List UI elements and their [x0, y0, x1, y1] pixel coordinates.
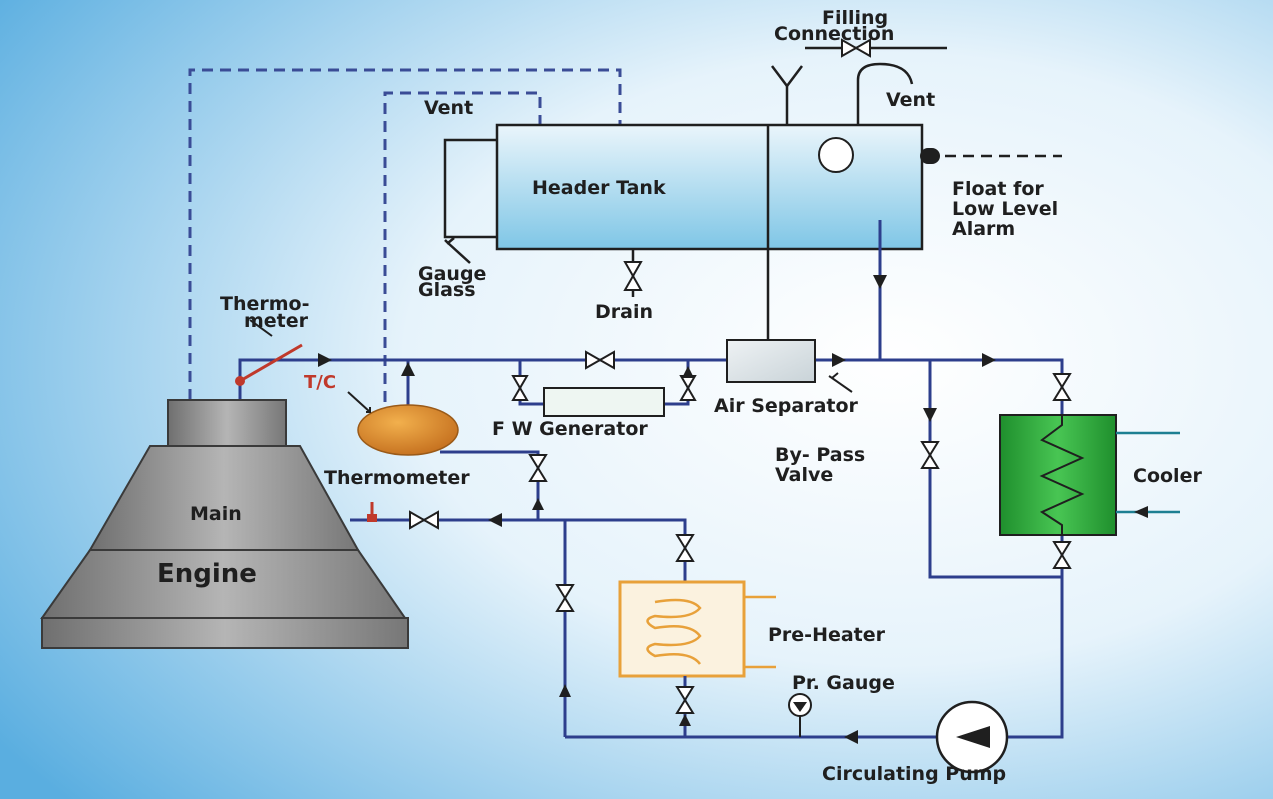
- float-label-3: Alarm: [952, 218, 1015, 240]
- thermometer-mid-label: Thermometer: [324, 467, 470, 489]
- engine-label: Engine: [157, 559, 257, 589]
- filling-connection-label-1: Filling: [822, 7, 888, 29]
- pre-heater-label: Pre-Heater: [768, 624, 886, 646]
- header-tank-label: Header Tank: [532, 177, 666, 199]
- float-label-2: Low Level: [952, 198, 1058, 220]
- drain-label: Drain: [595, 301, 653, 323]
- bypass-label-1: By- Pass: [775, 444, 865, 466]
- main-engine: [40, 399, 409, 649]
- float-ball: [818, 137, 854, 173]
- header-tank: [495, 123, 940, 251]
- float-body: [920, 148, 940, 164]
- float-label-1: Float for: [952, 178, 1044, 200]
- circulating-pump-label: Circulating Pump: [822, 763, 1006, 785]
- bypass-line: [920, 360, 1062, 579]
- fw-generator: [511, 360, 697, 417]
- air-separator-label: Air Separator: [714, 395, 859, 417]
- filling-connection: [771, 38, 947, 125]
- bottom-return-pipe: [565, 535, 1064, 774]
- thermometer-top-label-2: meter: [244, 310, 309, 332]
- air-separator: [726, 339, 853, 393]
- gauge-glass: [443, 138, 497, 264]
- filling-connection-label-2: Connection: [774, 23, 894, 45]
- gauge-glass-label-2: Glass: [418, 279, 476, 301]
- drain-valve: [623, 249, 643, 297]
- engine-main-label: Main: [190, 503, 242, 525]
- bypass-label-2: Valve: [775, 464, 833, 486]
- vent-left-label: Vent: [424, 97, 473, 119]
- pr-gauge-label: Pr. Gauge: [792, 672, 895, 694]
- tc-sensor: [347, 360, 548, 520]
- fw-generator-label: F W Generator: [492, 418, 648, 440]
- cooler: [999, 373, 1180, 569]
- tc-label: T/C: [304, 372, 336, 393]
- pre-heater: [618, 534, 776, 737]
- thermometer-top-label-1: Thermo-: [220, 293, 309, 315]
- cooler-label: Cooler: [1133, 465, 1202, 487]
- thermometer-top: [235, 319, 303, 386]
- gauge-glass-label-1: Gauge: [418, 263, 486, 285]
- vent-top-label: Vent: [886, 89, 935, 111]
